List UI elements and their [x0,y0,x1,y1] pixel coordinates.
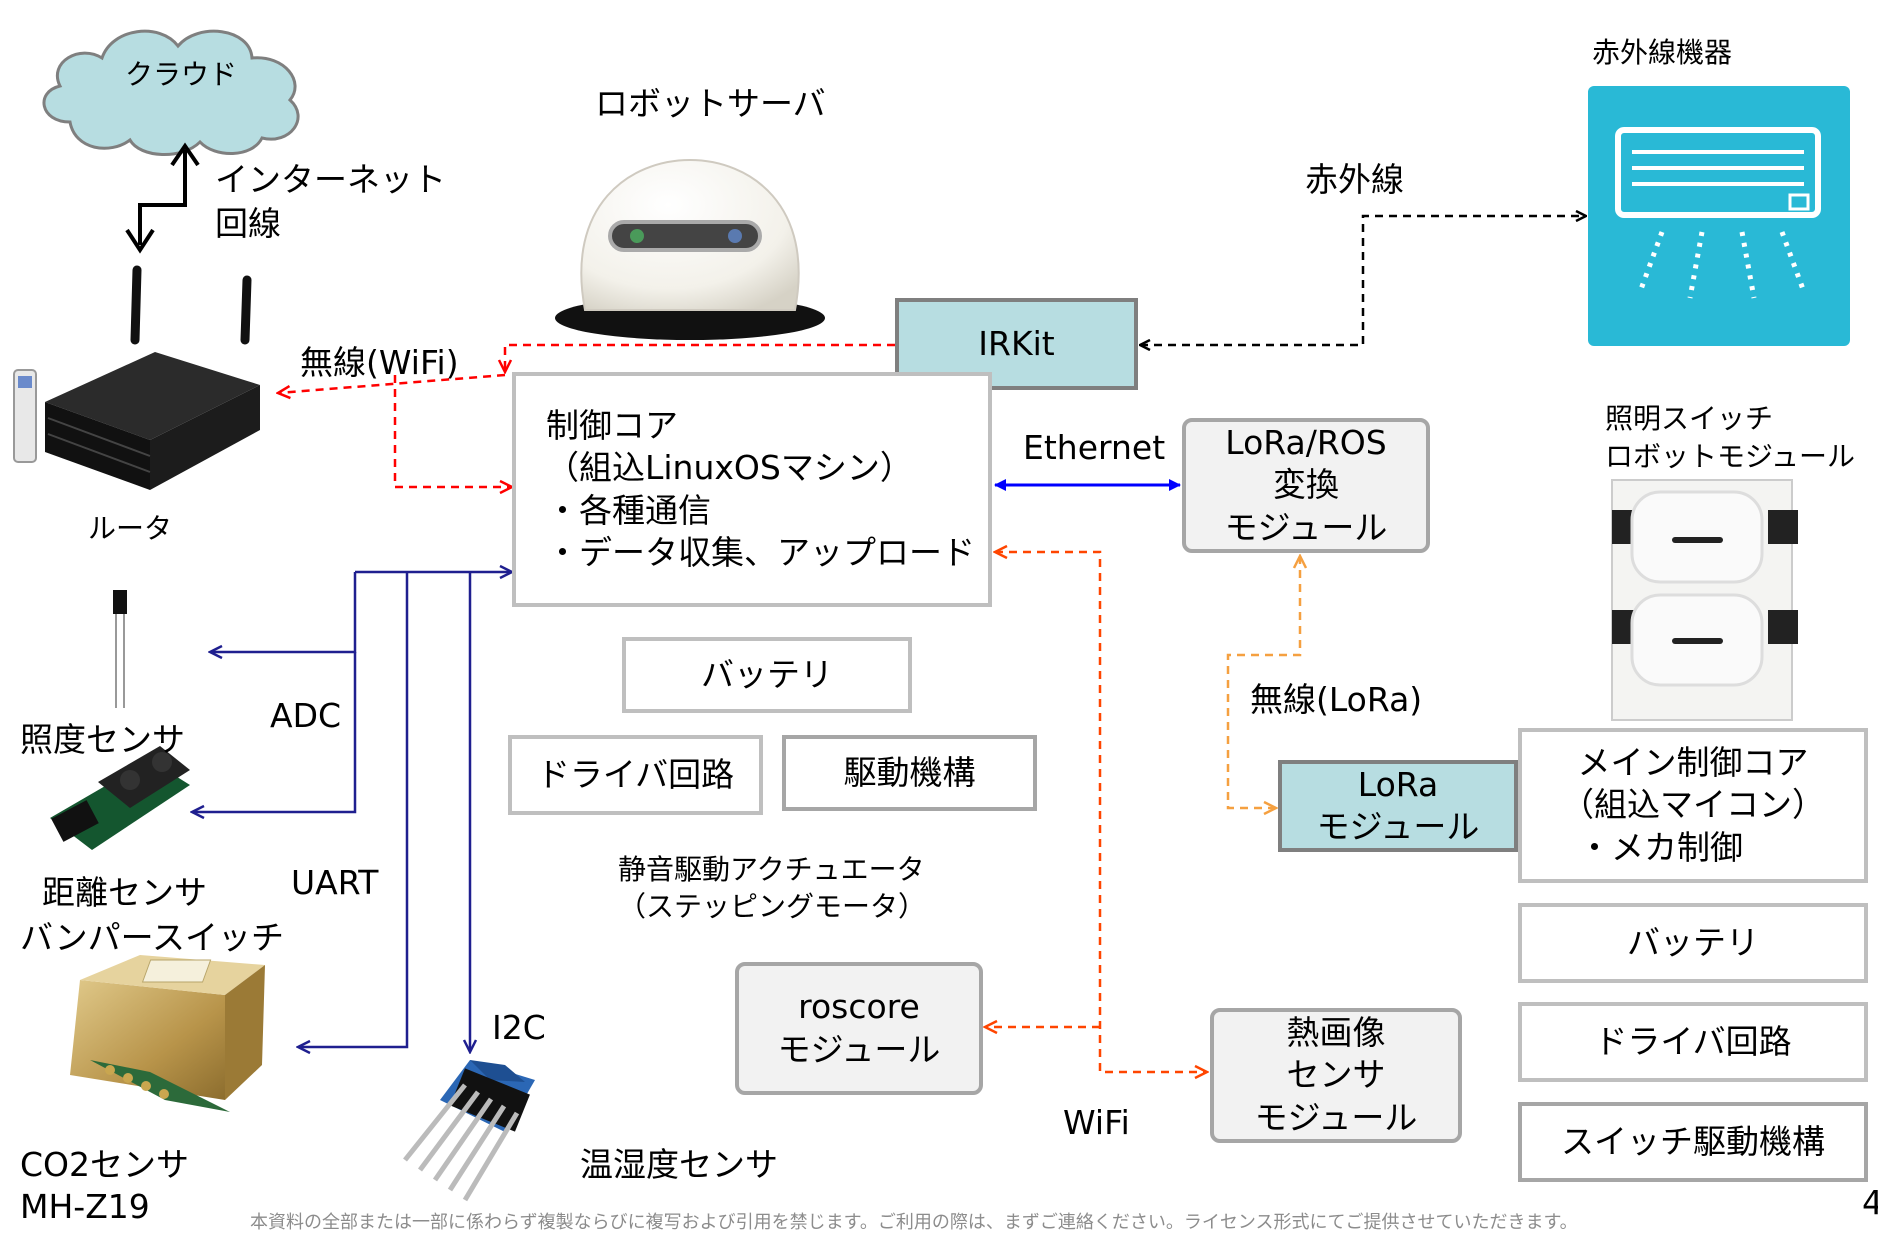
drive-mechanism-label: 駆動機構 [843,752,976,792]
right-battery-label: バッテリ [1627,922,1759,962]
thermal-line: センサ [1286,1055,1386,1095]
control-core-box: 制御コア （組込LinuxOSマシン） ・各種通信 ・データ収集、アップロード [512,372,992,607]
distance-sensor-icon [50,746,190,850]
cloud-icon [42,29,300,156]
switch-robot-label-line2: ロボットモジュール [1605,440,1856,473]
thermal-line: モジュール [1254,1097,1418,1137]
distance-sensor-label-line1: 距離センサ [42,873,207,912]
actuator-note-line2: （ステッピングモータ） [618,890,927,923]
wifi-module-links [985,552,1207,1072]
right-driver-box: ドライバ回路 [1518,1002,1868,1082]
main-core-line: メイン制御コア [1577,743,1809,783]
driver-circuit-label: ドライバ回路 [536,754,735,794]
lora-module-box: LoRa モジュール [1278,760,1518,852]
thermal-line: 熱画像 [1286,1013,1386,1053]
driver-circuit-box: ドライバ回路 [508,735,763,815]
control-core-line: 制御コア [546,406,678,446]
i2c-label: I2C [492,1008,546,1047]
lora-radio-label: 無線(LoRa) [1250,680,1423,719]
cloud-label: クラウド [125,58,238,91]
temp-sensor-label: 温湿度センサ [580,1145,778,1184]
roscore-line: モジュール [777,1029,941,1069]
router-label: ルータ [88,512,173,545]
internet-link [125,142,200,254]
drive-mechanism-box: 駆動機構 [782,735,1037,811]
internet-label-line1: インターネット [215,160,446,199]
adc-label: ADC [270,696,342,735]
roscore-box: roscore モジュール [735,962,983,1095]
co2-sensor-label-line2: MH-Z19 [20,1187,150,1226]
lora-ros-line: 変換 [1273,465,1339,505]
actuator-note-line1: 静音駆動アクチュエータ [618,853,925,886]
right-battery-box: バッテリ [1518,903,1868,983]
lora-ros-box: LoRa/ROS 変換 モジュール [1182,418,1430,553]
footer-note: 本資料の全部または一部に係わらず複製ならびに複写および引用を禁じます。ご利用の際… [250,1212,1578,1233]
battery-label: バッテリ [701,654,833,694]
wifi-link-label: 無線(WiFi) [300,343,459,382]
router-icon [13,265,260,490]
air-conditioner-icon [1588,86,1850,346]
internet-label-line2: 回線 [215,204,281,243]
light-sensor-label: 照度センサ [20,720,185,759]
robot-server-icon [555,158,825,340]
co2-sensor-label-line1: CO2センサ [20,1145,190,1184]
ethernet-label: Ethernet [1023,428,1166,467]
main-core-line: （組込マイコン） [1561,785,1825,825]
lora-ros-line: モジュール [1224,507,1388,547]
wifi-links [278,343,895,487]
control-core-line: ・データ収集、アップロード [546,532,975,572]
main-core-line: ・メカ制御 [1578,827,1743,867]
main-core-box: メイン制御コア （組込マイコン） ・メカ制御 [1518,728,1868,883]
switch-drive-label: スイッチ駆動機構 [1561,1121,1825,1161]
irkit-label: IRKit [978,323,1055,363]
infrared-link [1140,216,1586,345]
lora-ros-line: LoRa/ROS [1225,423,1387,463]
lora-module-line: LoRa [1357,764,1439,804]
lora-module-line: モジュール [1316,807,1480,846]
switch-robot-icon [1611,479,1798,721]
right-driver-label: ドライバ回路 [1594,1021,1792,1061]
sensor-bus [192,572,512,1052]
control-core-line: （組込LinuxOSマシン） [546,448,913,488]
temp-sensor-icon [403,1060,535,1202]
co2-sensor-icon [70,955,265,1112]
battery-box: バッテリ [622,637,912,713]
control-core-line: ・各種通信 [546,490,711,530]
page-number: 4 [1862,1183,1878,1222]
light-sensor-icon [113,590,127,708]
wifi-label: WiFi [1063,1103,1130,1142]
roscore-line: roscore [798,987,920,1027]
thermal-box: 熱画像 センサ モジュール [1210,1008,1462,1143]
ir-device-label: 赤外線機器 [1592,36,1733,69]
uart-label: UART [291,863,379,902]
robot-server-title: ロボットサーバ [595,84,826,123]
infrared-label: 赤外線 [1305,160,1404,199]
lora-link [1226,556,1300,808]
distance-sensor-label-line2: バンパースイッチ [20,918,284,957]
switch-robot-label-line1: 照明スイッチ [1605,402,1774,435]
switch-drive-box: スイッチ駆動機構 [1518,1102,1868,1182]
